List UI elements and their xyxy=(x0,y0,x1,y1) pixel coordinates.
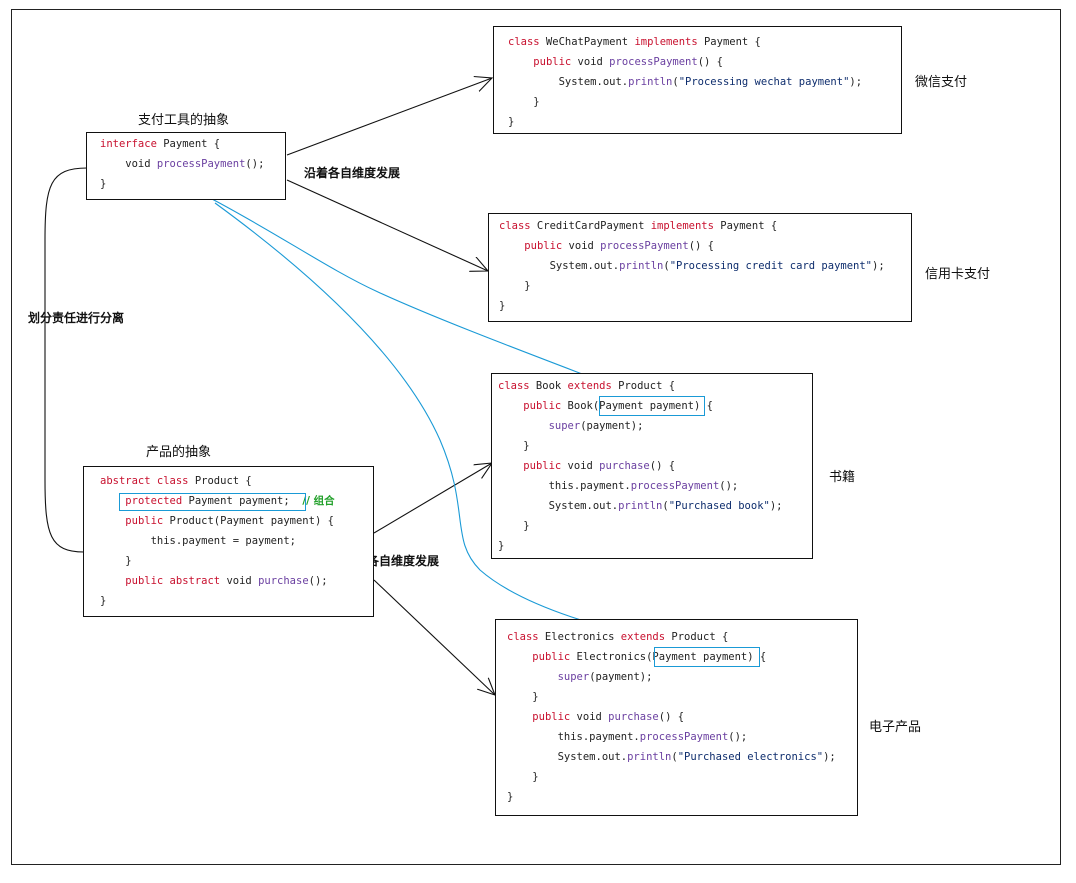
wechat-payment-box: class WeChatPayment implements Payment {… xyxy=(493,26,902,134)
creditcard-payment-box: class CreditCardPayment implements Payme… xyxy=(488,213,912,322)
diagram-frame xyxy=(11,9,1061,865)
composition-comment: // 组合 xyxy=(302,495,335,507)
develop-label-top: 沿着各自维度发展 xyxy=(304,166,401,180)
arrow-to-wechat xyxy=(286,78,492,156)
product-class-box: abstract class Product { protected Payme… xyxy=(83,466,374,617)
arrow-to-book xyxy=(373,463,492,534)
payment-abstraction-label: 支付工具的抽象 xyxy=(138,113,230,128)
composition-line-book xyxy=(211,198,656,403)
payment-interface-box: interface Payment { void processPayment(… xyxy=(86,132,286,200)
electronics-label: 电子产品 xyxy=(869,720,922,735)
book-param-highlight xyxy=(599,396,705,416)
separation-bracket xyxy=(44,167,88,553)
arrow-to-electronics xyxy=(373,579,495,695)
payment-field-highlight xyxy=(119,493,306,511)
product-abstraction-label: 产品的抽象 xyxy=(146,445,212,460)
creditcard-label: 信用卡支付 xyxy=(925,267,991,282)
book-label: 书籍 xyxy=(829,470,856,485)
composition-line-electronics xyxy=(214,202,701,646)
separation-label: 划分责任进行分离 xyxy=(28,311,125,325)
arrow-to-creditcard xyxy=(286,179,488,271)
electronics-class-box: class Electronics extends Product { publ… xyxy=(495,619,858,816)
wechat-label: 微信支付 xyxy=(915,75,968,90)
electronics-param-highlight xyxy=(654,647,760,667)
book-class-box: class Book extends Product { public Book… xyxy=(491,373,813,559)
